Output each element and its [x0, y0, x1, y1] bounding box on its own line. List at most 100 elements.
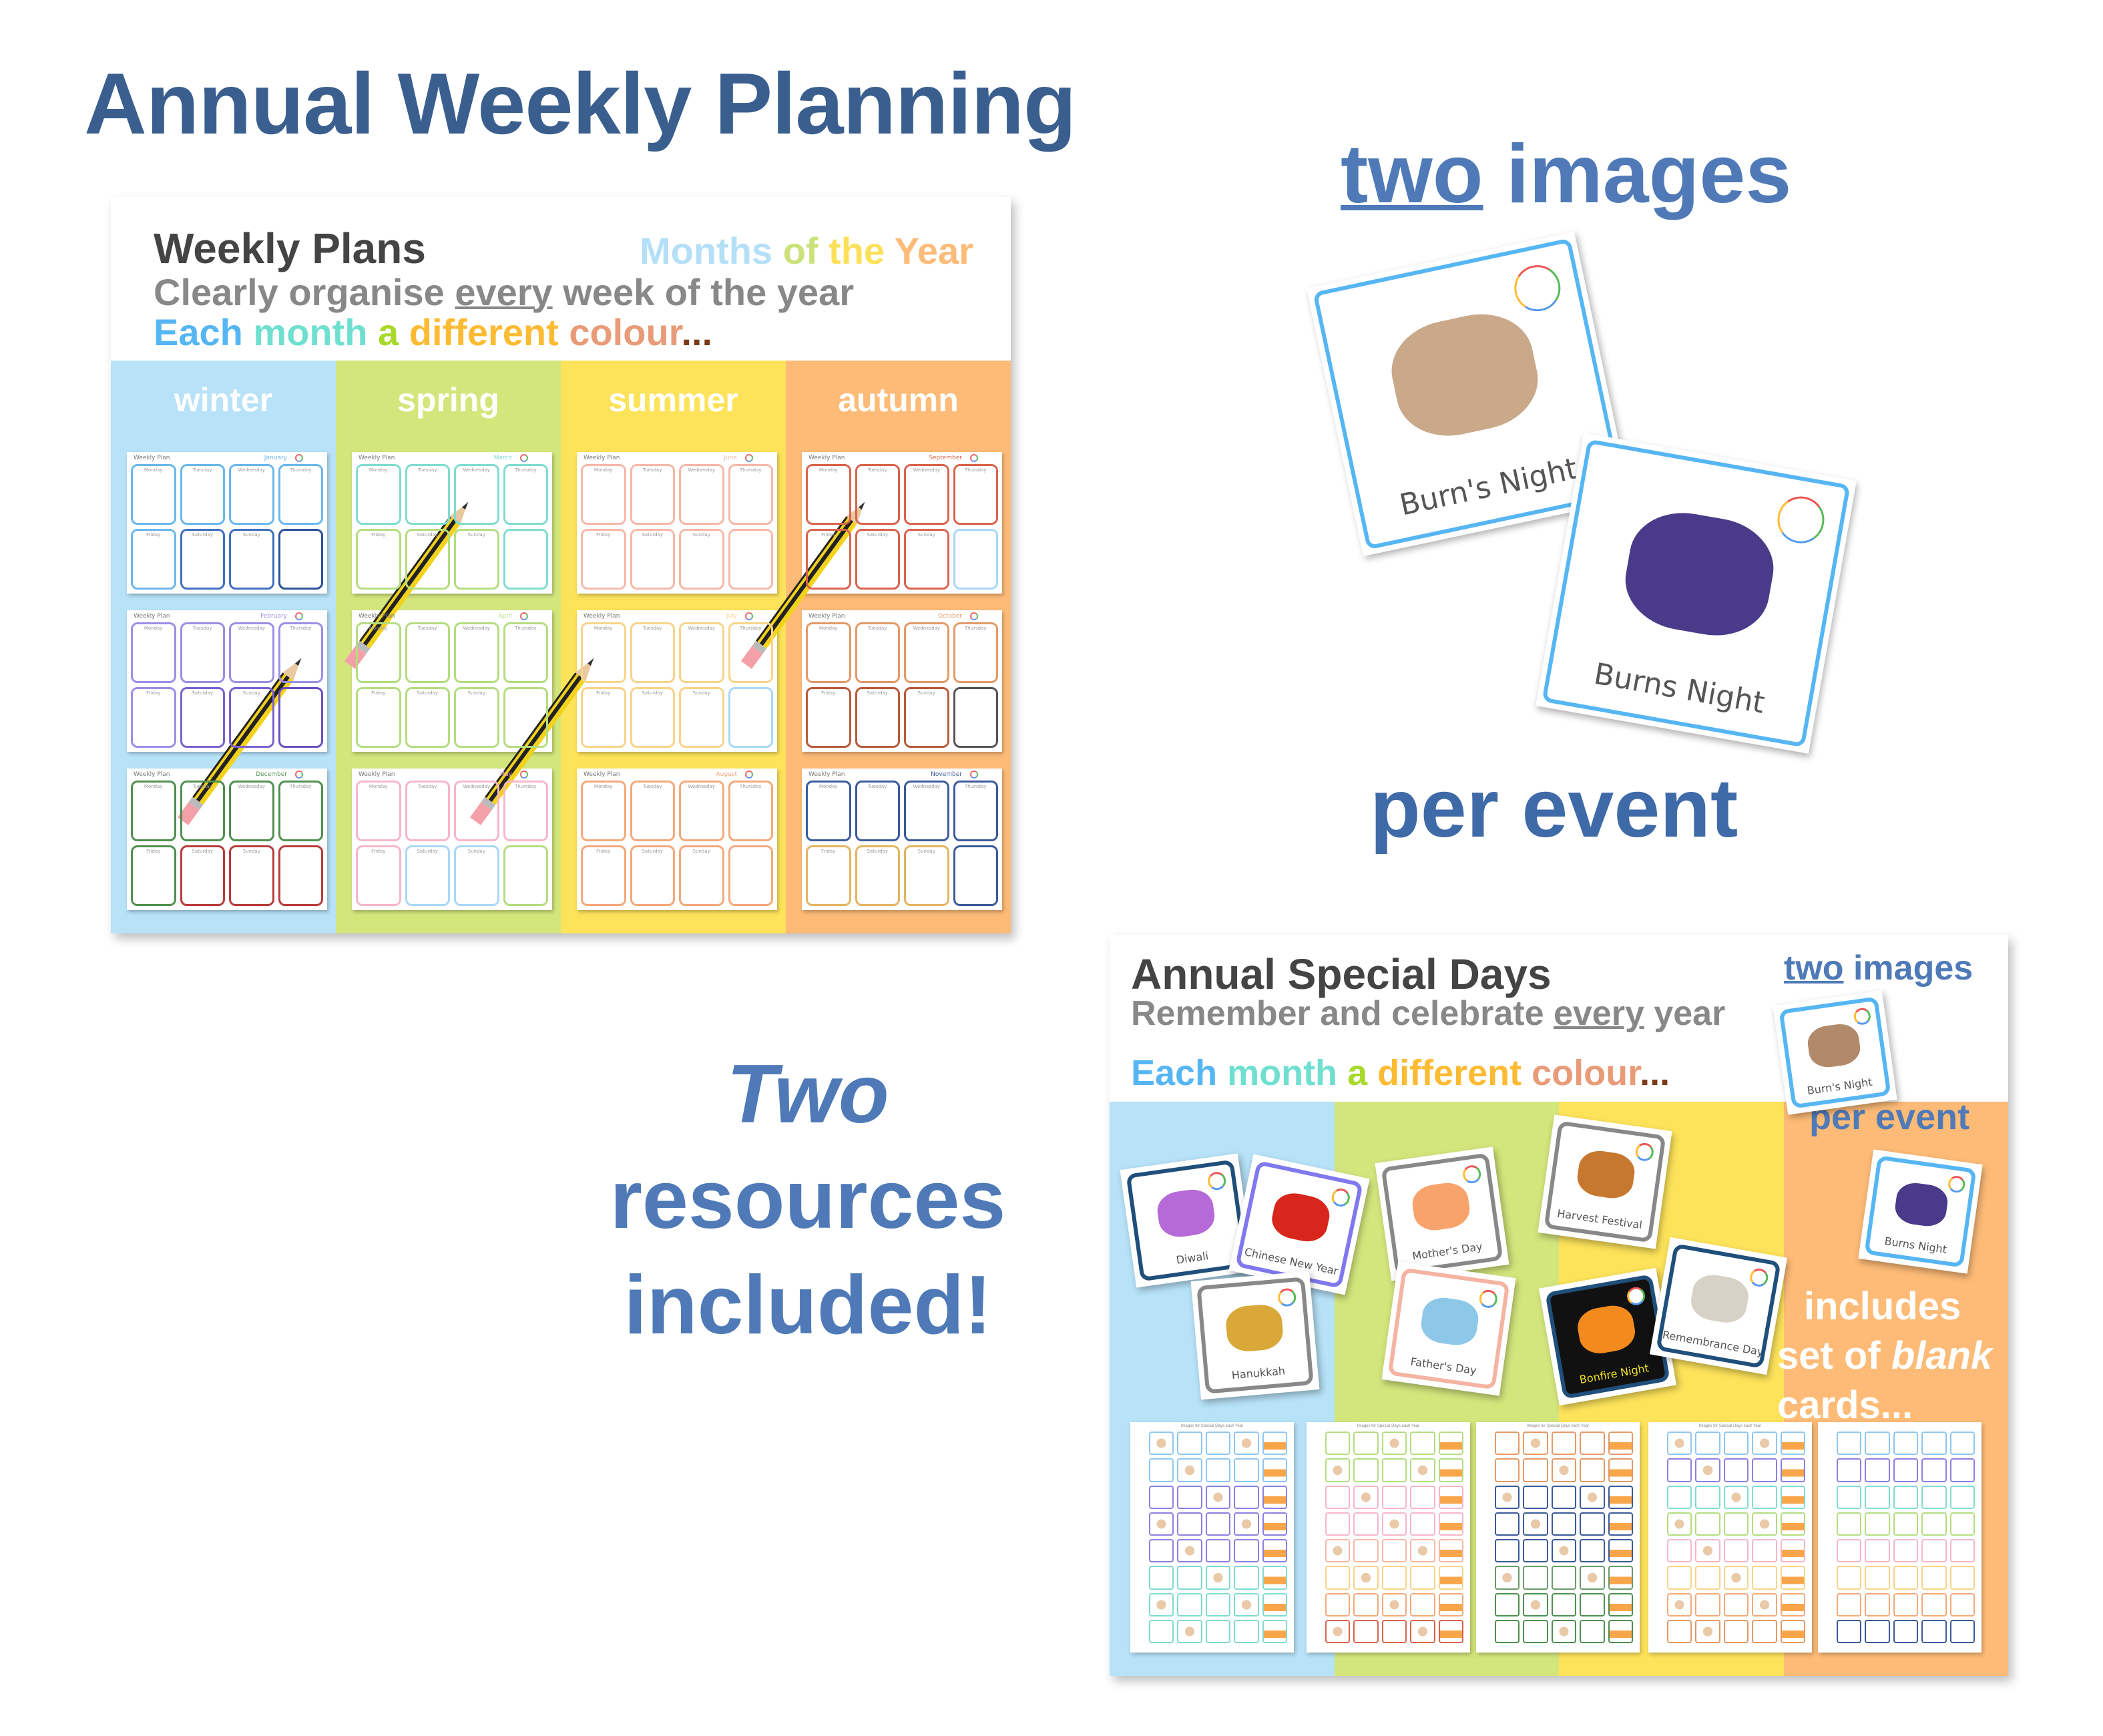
rainbow-logo-icon	[1330, 1186, 1352, 1209]
event-card[interactable]: Remembrance Day	[1649, 1237, 1788, 1375]
day-box: Wednesday	[679, 464, 724, 525]
card-label: Burns Night	[1591, 656, 1767, 720]
card-slot	[1438, 1592, 1463, 1616]
card-slot	[1949, 1566, 1975, 1590]
card-slot	[1205, 1485, 1231, 1509]
card-slot	[1353, 1539, 1379, 1563]
card-slot	[1177, 1539, 1202, 1563]
card-slot	[1723, 1592, 1749, 1616]
day-box: Thursday	[728, 622, 773, 683]
card-slot	[1667, 1485, 1692, 1509]
card-slot	[1667, 1619, 1692, 1643]
card-slot	[1495, 1539, 1520, 1563]
card-slot	[1580, 1539, 1605, 1563]
logo-icon	[745, 612, 753, 620]
card-slot	[1381, 1485, 1407, 1509]
day-box: Friday	[131, 687, 176, 748]
subtitle-text: year	[1654, 994, 1726, 1033]
event-card[interactable]: Father's Day	[1381, 1261, 1516, 1396]
day-box: Monday	[581, 464, 626, 525]
day-box: Sunday	[904, 529, 949, 590]
rainbow-logo-icon	[1773, 492, 1828, 547]
day-box: Tuesday	[855, 622, 900, 683]
day-box	[278, 529, 323, 590]
event-card[interactable]: Burn's Night	[1772, 990, 1897, 1115]
day-box	[503, 529, 548, 590]
event-card[interactable]: Harvest Festival	[1538, 1114, 1672, 1249]
card-slot	[1381, 1539, 1407, 1563]
card-illustration	[1419, 1295, 1481, 1348]
card-slot	[1551, 1592, 1577, 1616]
card-slot	[1234, 1539, 1259, 1563]
card-slot	[1381, 1512, 1407, 1536]
card-slot	[1523, 1566, 1548, 1590]
event-card[interactable]: Mother's Day	[1375, 1146, 1509, 1281]
card-slot	[1410, 1592, 1435, 1616]
rainbow-logo-icon	[1206, 1170, 1227, 1191]
sheet-title: Weekly Plan	[583, 613, 620, 620]
sheet-title: Weekly Plan	[808, 455, 845, 461]
card-slot	[1325, 1592, 1351, 1616]
card-slot	[1837, 1458, 1862, 1482]
day-box: Tuesday	[405, 781, 450, 841]
card-slot	[1723, 1539, 1749, 1563]
day-box: Monday	[131, 464, 176, 525]
rainbow-logo-icon	[1510, 260, 1565, 316]
event-card[interactable]: Burns Night	[1535, 432, 1857, 754]
card-label: Remembrance Day	[1661, 1328, 1765, 1359]
colored-word: month	[1227, 1053, 1338, 1093]
day-box	[728, 529, 773, 590]
day-box: Sunday	[454, 845, 499, 906]
sheet-title: Weekly Plan	[134, 771, 170, 778]
card-slot	[1723, 1432, 1749, 1456]
card-slot	[1780, 1485, 1805, 1509]
card-slot	[1551, 1619, 1577, 1643]
day-box: Monday	[581, 781, 626, 841]
day-box: Sunday	[229, 529, 274, 590]
season-label: spring	[397, 381, 499, 419]
event-card[interactable]: Hanukkah	[1190, 1271, 1320, 1400]
colour-line: Each month a different colour...	[154, 310, 712, 354]
card-slot	[1695, 1619, 1720, 1643]
event-card[interactable]: Burns Night	[1857, 1148, 1983, 1274]
day-box: Thursday	[953, 622, 998, 683]
card-slot	[1723, 1458, 1749, 1482]
promo-line: resources	[610, 1154, 1006, 1246]
card-slot	[1438, 1566, 1463, 1590]
card-slot	[1495, 1592, 1520, 1616]
day-box: Monday	[131, 781, 176, 841]
card-slot	[1177, 1592, 1202, 1616]
card-slot	[1234, 1592, 1259, 1616]
card-slot	[1410, 1512, 1435, 1536]
sheet-month: August	[716, 771, 738, 778]
includes-text: set of	[1777, 1334, 1881, 1377]
card-slot	[1551, 1512, 1577, 1536]
card-slot	[1149, 1512, 1174, 1536]
day-box: Sunday	[454, 529, 499, 590]
card-slot	[1234, 1458, 1259, 1482]
day-box	[953, 529, 998, 590]
two-text: two	[1341, 128, 1483, 220]
card-slot	[1205, 1432, 1231, 1456]
card-frame: Father's Day	[1387, 1267, 1510, 1390]
card-slot	[1551, 1432, 1577, 1456]
